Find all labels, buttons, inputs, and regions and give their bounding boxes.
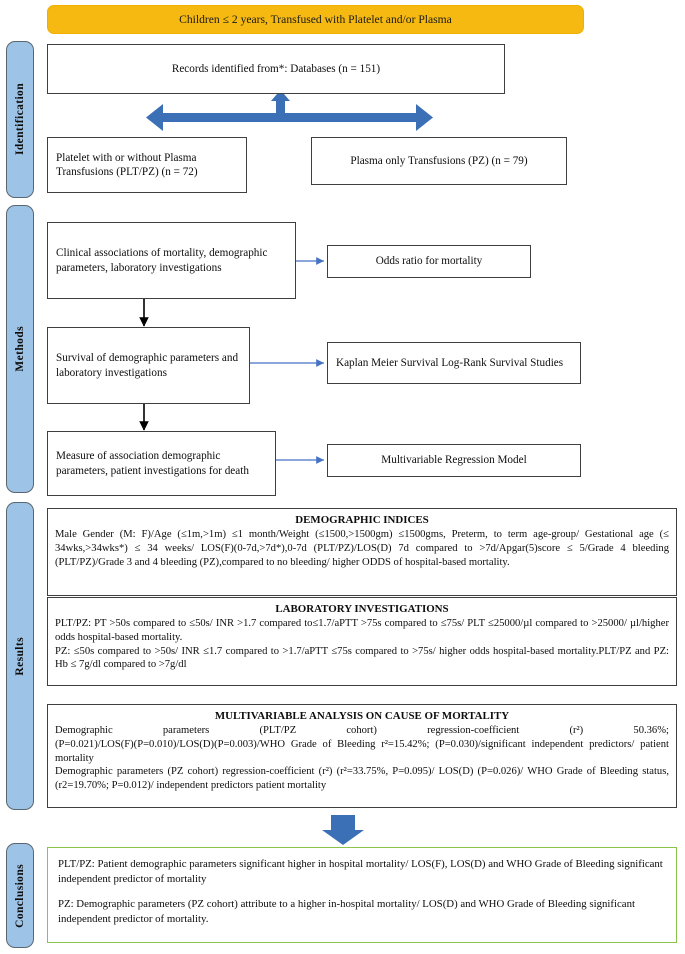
page-title: Children ≤ 2 years, Transfused with Plat… xyxy=(179,13,452,26)
identification-split-arrow xyxy=(146,90,433,131)
results-demographic-title: DEMOGRAPHIC INDICES xyxy=(295,514,429,526)
stage-label-conclusions: Conclusions xyxy=(6,843,34,948)
results-multivariable-box: MULTIVARIABLE ANALYSIS ON CAUSE OF MORTA… xyxy=(47,704,677,808)
methods-output-2-text: Kaplan Meier Survival Log-Rank Survival … xyxy=(336,356,564,369)
stage-label-conclusions-text: Conclusions xyxy=(14,863,26,928)
results-multivariable-title: MULTIVARIABLE ANALYSIS ON CAUSE OF MORTA… xyxy=(214,710,510,722)
methods-output-1-box: Odds ratio for mortality xyxy=(327,245,531,278)
results-demographic-body: Male Gender (M: F)/Age (≤1m,>1m) ≤1 mont… xyxy=(55,529,669,568)
results-to-conclusions-arrow xyxy=(322,815,364,845)
conclusions-line-2: PZ: Demographic parameters (PZ cohort) a… xyxy=(58,898,635,925)
results-demographic-box: DEMOGRAPHIC INDICES Male Gender (M: F)/A… xyxy=(47,508,677,596)
methods-step-2-box: Survival of demographic parameters and l… xyxy=(47,327,250,404)
methods-step-3-box: Measure of association demographic param… xyxy=(47,431,276,496)
mv-word-demographic: Demographic xyxy=(55,725,113,737)
conclusions-line-1: PLT/PZ: Patient demographic parameters s… xyxy=(58,858,663,885)
methods-step-1-text: Clinical associations of mortality, demo… xyxy=(56,247,268,274)
plt-pz-cohort-text: Platelet with or without Plasma Transfus… xyxy=(56,151,198,178)
pz-cohort-box: Plasma only Transfusions (PZ) (n = 79) xyxy=(311,137,567,185)
results-laboratory-box: LABORATORY INVESTIGATIONS PLT/PZ: PT >50… xyxy=(47,597,677,686)
plt-pz-cohort-box: Platelet with or without Plasma Transfus… xyxy=(47,137,247,193)
methods-output-3-text: Multivariable Regression Model xyxy=(381,454,527,467)
page-title-banner: Children ≤ 2 years, Transfused with Plat… xyxy=(47,5,584,34)
stage-label-results-text: Results xyxy=(14,636,26,676)
records-identified-text: Records identified from*: Databases (n =… xyxy=(171,62,381,75)
stage-label-methods-text: Methods xyxy=(14,326,26,372)
conclusions-box: PLT/PZ: Patient demographic parameters s… xyxy=(47,847,677,943)
stage-label-methods: Methods xyxy=(6,205,34,493)
results-multivariable-line-2: (P=0.021)/LOS(F)(P=0.010)/LOS(D)(P=0.003… xyxy=(55,738,669,764)
methods-output-1-text: Odds ratio for mortality xyxy=(375,255,483,268)
methods-step-3-text: Measure of association demographic param… xyxy=(56,450,249,477)
results-multivariable-line-3: Demographic parameters (PZ cohort) regre… xyxy=(55,766,669,792)
methods-output-2-box: Kaplan Meier Survival Log-Rank Survival … xyxy=(327,342,581,384)
stage-label-results: Results xyxy=(6,502,34,810)
results-laboratory-line-1: PLT/PZ: PT >50s compared to ≤50s/ INR >1… xyxy=(55,618,669,643)
methods-step-2-text: Survival of demographic parameters and l… xyxy=(56,352,239,379)
mv-word-cohort-open: (PLT/PZ xyxy=(259,725,297,737)
stage-label-identification-text: Identification xyxy=(14,83,26,156)
mv-word-parameters: parameters xyxy=(162,725,210,737)
results-multivariable-line-1: Demographic parameters (PLT/PZ cohort) r… xyxy=(55,724,669,738)
methods-output-3-box: Multivariable Regression Model xyxy=(327,444,581,477)
stage-label-identification: Identification xyxy=(6,41,34,198)
mv-word-regression-coefficient: regression-coefficient xyxy=(427,725,520,737)
pz-cohort-text: Plasma only Transfusions (PZ) (n = 79) xyxy=(350,154,528,167)
records-identified-box: Records identified from*: Databases (n =… xyxy=(47,44,505,94)
methods-step-1-box: Clinical associations of mortality, demo… xyxy=(47,222,296,299)
results-laboratory-title: LABORATORY INVESTIGATIONS xyxy=(275,603,449,615)
mv-word-cohort: cohort) xyxy=(346,725,377,737)
results-laboratory-line-2: PZ: ≤50s compared to >50s/ INR ≤1.7 comp… xyxy=(55,645,669,671)
mv-word-value: 50.36%; xyxy=(633,725,669,737)
mv-word-r-squared: (r²) xyxy=(569,725,584,737)
